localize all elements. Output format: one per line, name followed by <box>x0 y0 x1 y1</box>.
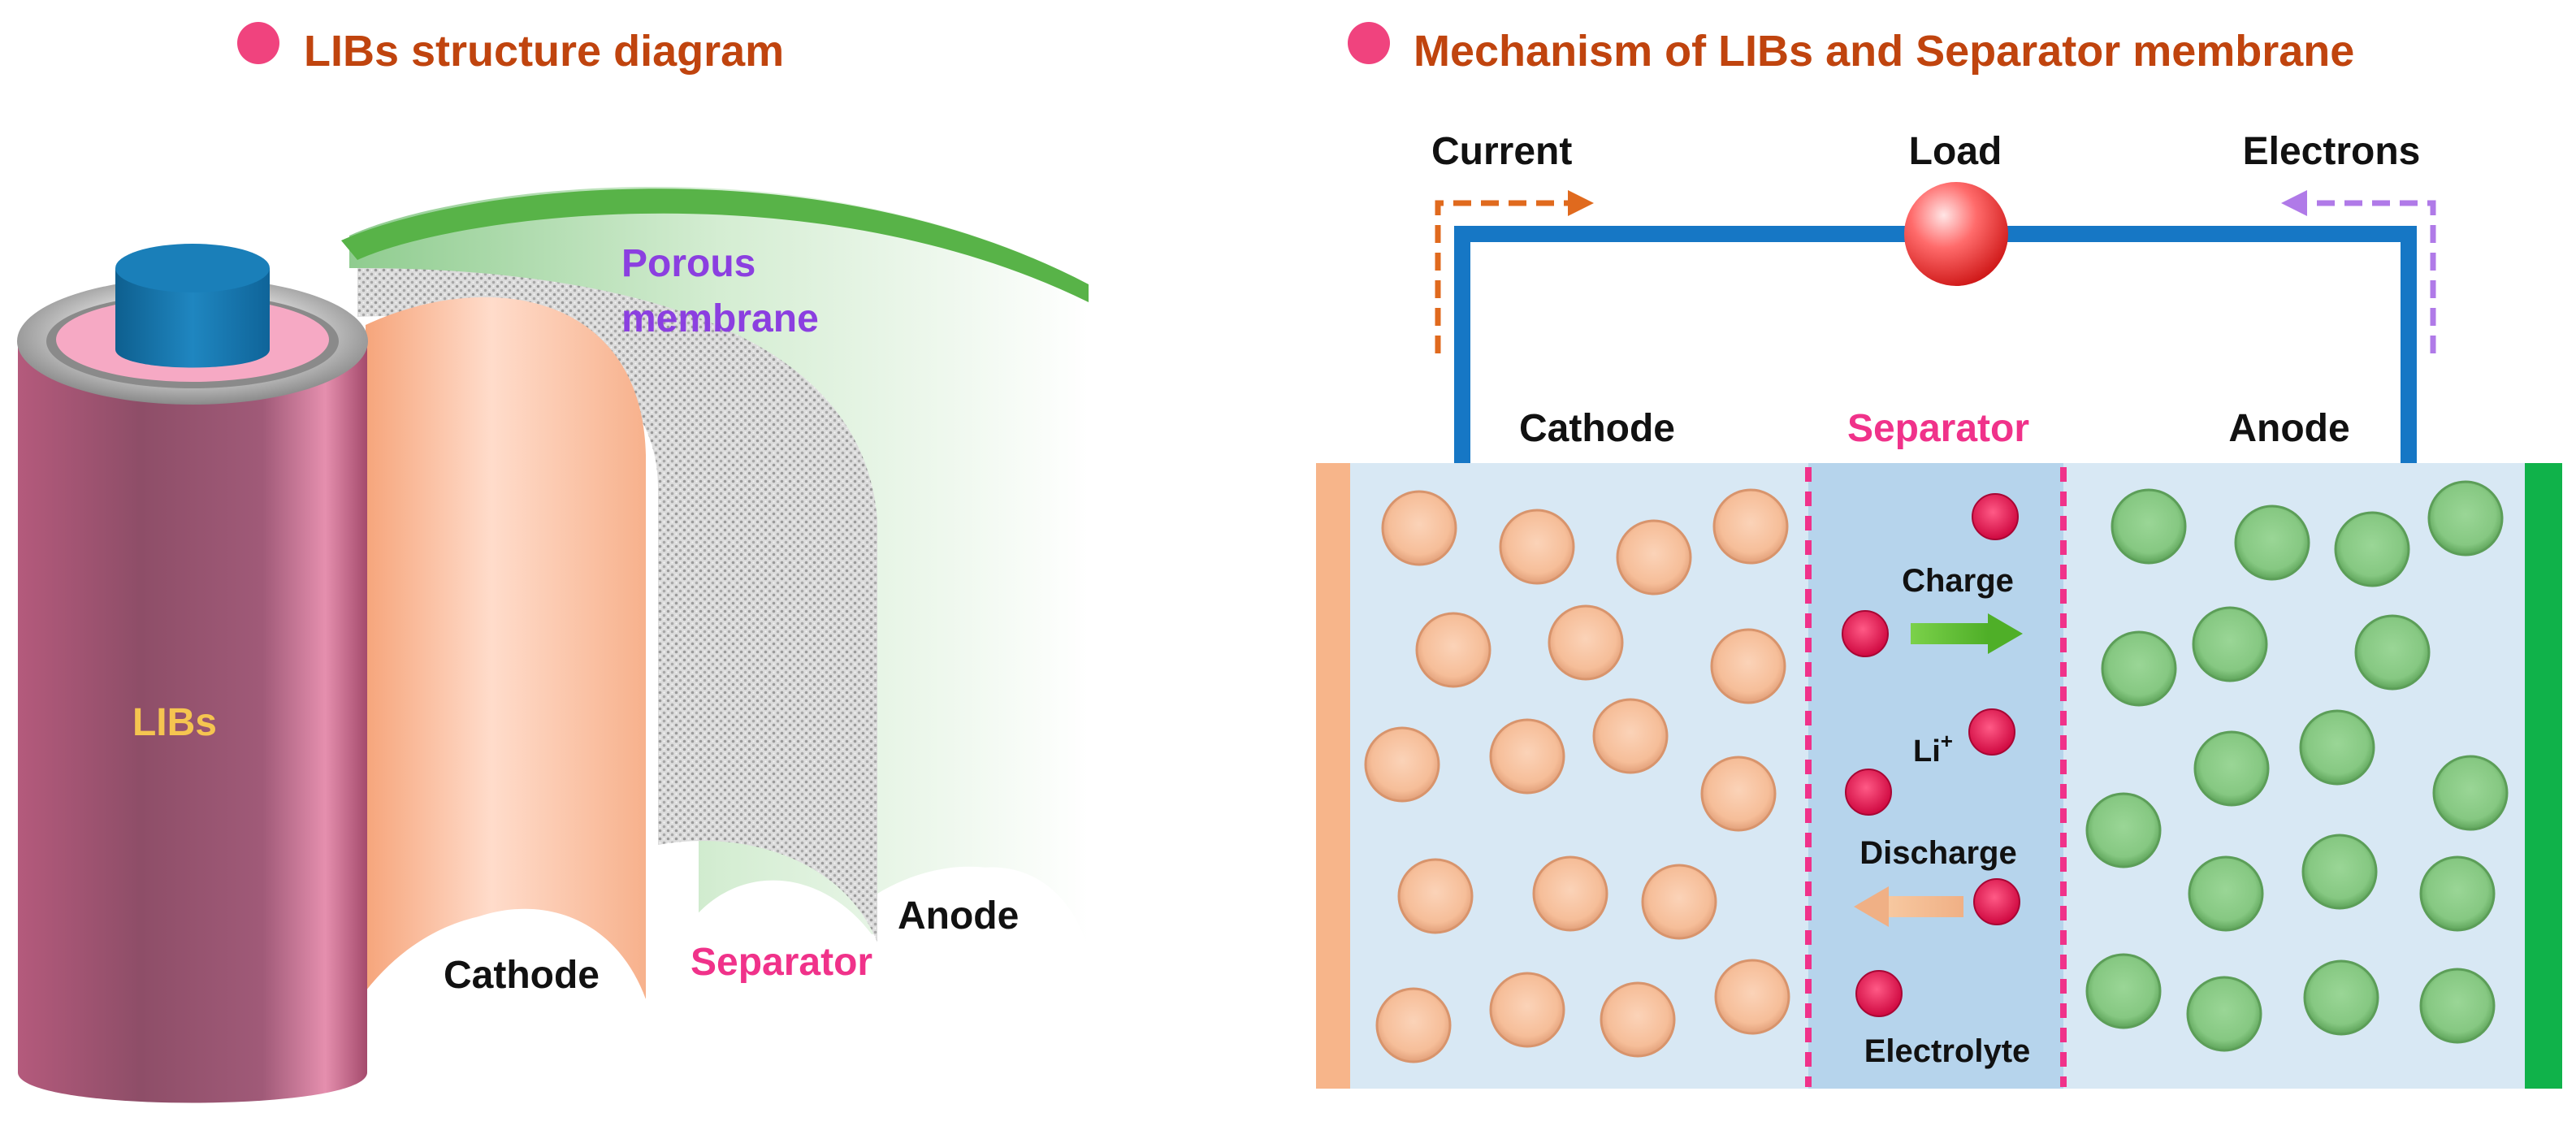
anode-particle <box>2334 511 2410 587</box>
anode-particle <box>2085 792 2162 868</box>
anode-particle <box>2432 755 2509 831</box>
anode-particle <box>2188 855 2264 932</box>
cathode-particle <box>1712 488 1789 565</box>
electrons-label: Electrons <box>2243 130 2421 173</box>
cathode-particle <box>1375 987 1452 1063</box>
discharge-left-arrow-icon <box>1854 886 1963 927</box>
anode-particle <box>2192 606 2268 682</box>
anode-particles <box>2085 480 2509 1052</box>
cathode-particle <box>1714 959 1790 1035</box>
li-ion-label: Li+ <box>1913 729 1953 769</box>
anode-region-label: Anode <box>2228 407 2349 450</box>
cathode-particle <box>1499 509 1575 585</box>
cathode-particle <box>1548 604 1624 681</box>
li-ion <box>1855 970 1903 1017</box>
charge-label: Charge <box>1902 563 2014 599</box>
li-ion-charge-sign: + <box>1941 729 1953 753</box>
left-title-bullet-icon <box>237 22 279 64</box>
cathode-particle <box>1489 718 1565 795</box>
cathode-particles <box>1364 488 1790 1063</box>
charge-right-arrow-icon <box>1911 613 2023 654</box>
separator-region-label: Separator <box>1847 407 2029 450</box>
right-panel: Mechanism of LIBs and Separator membrane… <box>1316 22 2562 1089</box>
cathode-particle <box>1710 628 1786 704</box>
lithium-ions <box>1842 493 2020 1017</box>
anode-particle <box>2299 709 2375 786</box>
cathode-particle <box>1397 858 1474 934</box>
discharge-label: Discharge <box>1859 835 2016 871</box>
anode-particle <box>2085 953 2162 1029</box>
anode-particle <box>2303 959 2379 1036</box>
anode-particle <box>2419 968 2496 1044</box>
cathode-particle <box>1415 612 1491 688</box>
cathode-particle <box>1616 519 1692 595</box>
cathode-current-collector <box>1316 463 1350 1089</box>
anode-layer-label: Anode <box>898 894 1019 938</box>
left-panel: LIBs structure diagram <box>17 22 1089 1103</box>
cathode-region-label: Cathode <box>1519 407 1675 450</box>
load-label: Load <box>1909 130 2002 173</box>
load-sphere-icon <box>1904 182 2008 286</box>
cathode-sheet <box>366 297 646 999</box>
separator-layer-label: Separator <box>691 941 872 984</box>
cathode-particle <box>1641 864 1717 940</box>
anode-particle <box>2234 505 2310 581</box>
cathode-particle <box>1700 756 1777 832</box>
porous-membrane-label-line2: membrane <box>621 297 819 340</box>
anode-particle <box>2354 614 2431 691</box>
anode-particle <box>2101 630 2177 707</box>
right-title-bullet-icon <box>1348 22 1390 64</box>
battery-terminal-cap <box>115 244 270 368</box>
left-panel-title: LIBs structure diagram <box>304 27 784 76</box>
cathode-particle <box>1592 698 1669 774</box>
porous-separator-sheet <box>357 268 877 942</box>
cathode-particle <box>1489 972 1565 1048</box>
anode-particle <box>2301 834 2378 910</box>
electron-direction-arrow-icon <box>2281 190 2436 353</box>
cathode-layer-label: Cathode <box>444 954 600 997</box>
cathode-particle <box>1600 981 1676 1058</box>
anode-particle <box>2419 855 2496 932</box>
cathode-particle <box>1381 490 1457 566</box>
right-panel-title: Mechanism of LIBs and Separator membrane <box>1414 27 2354 76</box>
li-ion <box>1968 708 2015 756</box>
li-ion-symbol: Li <box>1913 734 1941 769</box>
li-ion <box>1842 610 1889 657</box>
cathode-particle <box>1364 726 1440 803</box>
electrolyte-label: Electrolyte <box>1864 1033 2031 1069</box>
porous-membrane-label-line1: Porous <box>621 242 755 285</box>
anode-particle <box>2111 488 2187 565</box>
li-ion <box>1845 769 1892 816</box>
current-direction-arrow-icon <box>1435 190 1594 353</box>
cutout-base <box>366 908 646 1016</box>
libs-label: LIBs <box>132 701 217 744</box>
anode-particle <box>2186 976 2262 1052</box>
li-ion <box>1973 878 2020 925</box>
li-ion <box>1972 493 2019 540</box>
anode-current-collector <box>2525 463 2562 1089</box>
separator-region <box>1808 463 2063 1089</box>
battery-can <box>17 244 368 1103</box>
anode-particle <box>2427 480 2504 557</box>
cathode-particle <box>1532 855 1608 932</box>
current-label: Current <box>1431 130 1572 173</box>
anode-particle <box>2193 730 2270 807</box>
